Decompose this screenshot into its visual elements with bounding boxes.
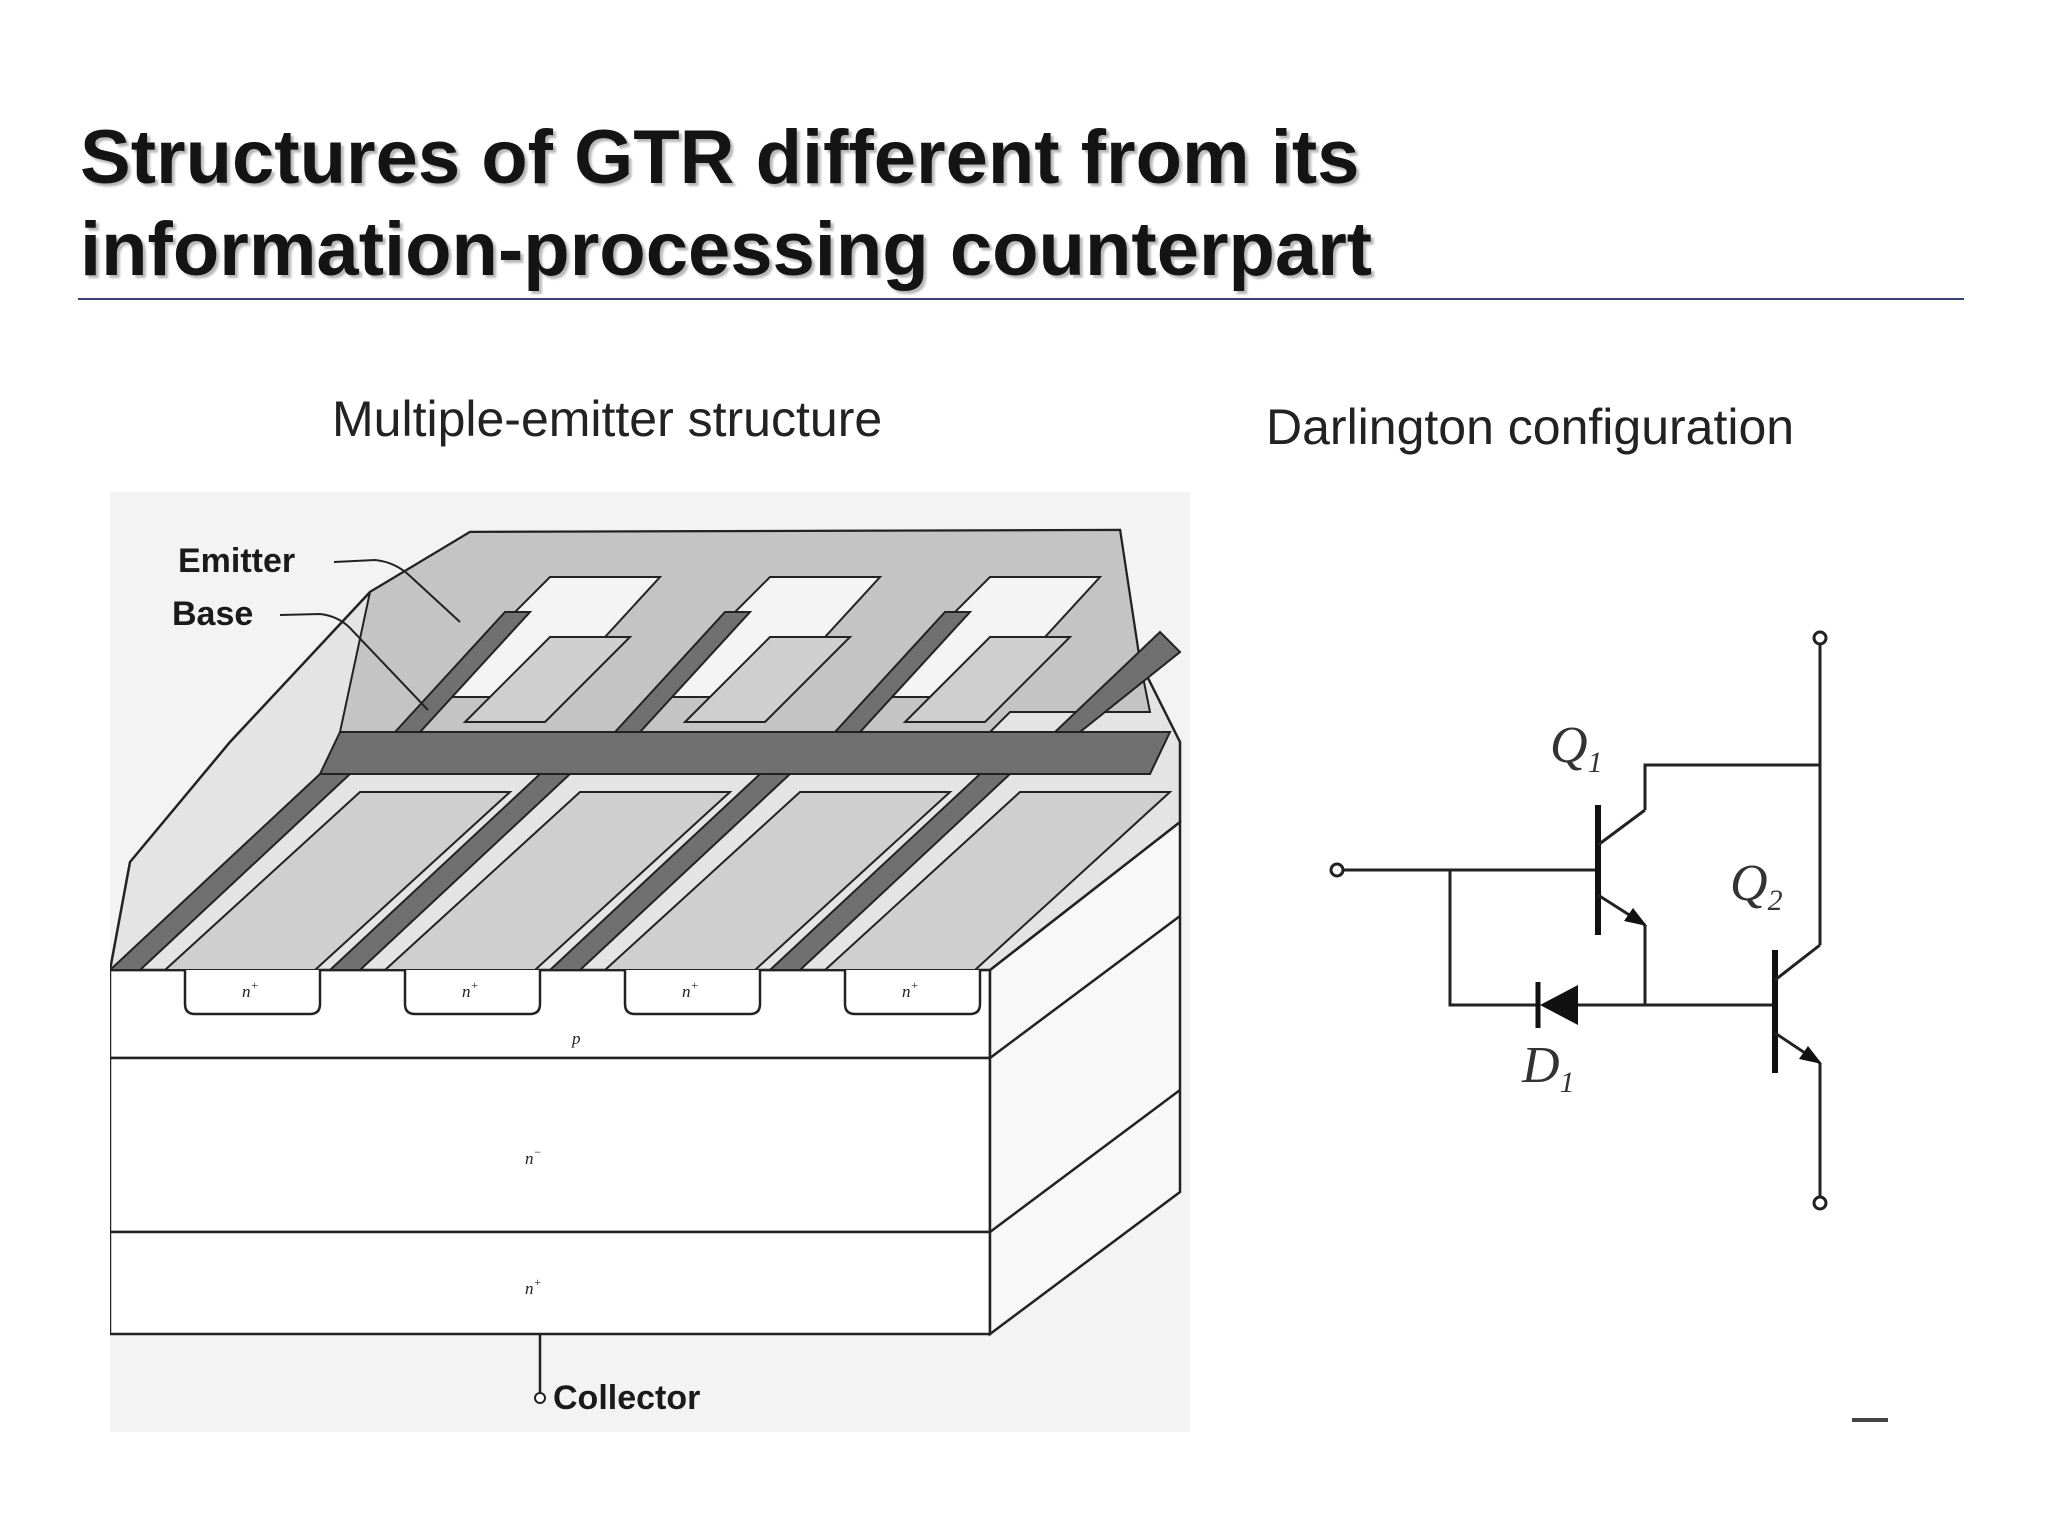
n-plus-well-label-4: n+ bbox=[902, 978, 919, 1001]
n-plus-substrate-front bbox=[110, 1230, 992, 1336]
base-label: Base bbox=[172, 595, 253, 633]
p-layer-label: p bbox=[571, 1029, 581, 1048]
d1-label: D1 bbox=[1521, 1037, 1575, 1099]
base-finger-front-1 bbox=[110, 773, 353, 971]
collector-terminal-top bbox=[1812, 630, 1828, 646]
q1-label: Q1 bbox=[1550, 717, 1603, 779]
side-edge-2 bbox=[989, 1088, 1181, 1234]
side-edge-1 bbox=[989, 914, 1181, 1060]
n-plus-well-label-1: n+ bbox=[242, 978, 259, 1001]
n-plus-well-label-2: n+ bbox=[462, 978, 479, 1001]
q1-collector-lead bbox=[1597, 808, 1646, 847]
title-divider bbox=[78, 298, 1964, 300]
n-plus-well-1 bbox=[183, 970, 322, 1016]
slide-title-line-1: Structures of GTR different from its bbox=[80, 115, 1360, 200]
d1-diode bbox=[1535, 982, 1578, 1028]
base-finger-front-2 bbox=[327, 773, 573, 971]
base-bus-bar bbox=[318, 731, 1172, 775]
n-plus-wells bbox=[183, 970, 982, 1016]
page-number-mark bbox=[1852, 1418, 1888, 1422]
q2-label: Q2 bbox=[1730, 855, 1783, 917]
slide-title: Structures of GTR different from its inf… bbox=[80, 112, 1980, 296]
n-plus-well-4 bbox=[843, 970, 982, 1016]
q2-transistor bbox=[1772, 943, 1822, 1073]
q1-collector-wire bbox=[1643, 763, 1820, 810]
collector-label: Collector bbox=[553, 1379, 700, 1417]
n-plus-substrate-label: n+ bbox=[525, 1275, 542, 1298]
input-terminal bbox=[1329, 862, 1345, 878]
well-labels: n+ n+ n+ n+ bbox=[242, 978, 919, 1001]
collector-terminal bbox=[534, 1392, 546, 1404]
emitter-finger-1 bbox=[462, 636, 633, 723]
n-plus-well-3 bbox=[623, 970, 762, 1016]
diode-anode-wire bbox=[1448, 870, 1537, 1007]
emitter-fingers-front bbox=[162, 791, 1173, 971]
darlington-caption: Darlington configuration bbox=[1266, 399, 1795, 455]
base-leader-line bbox=[279, 612, 429, 711]
q1-emitter-arrow bbox=[1624, 908, 1647, 926]
n-plus-well-label-3: n+ bbox=[682, 978, 699, 1001]
base-finger-top-1 bbox=[392, 611, 533, 733]
emitter-label: Emitter bbox=[178, 542, 295, 580]
base-finger-front-3 bbox=[547, 773, 793, 971]
d1-triangle bbox=[1540, 985, 1578, 1025]
multiple-emitter-diagram: n+ n+ n+ n+ p n− n+ Emitter Base Collect… bbox=[110, 492, 1190, 1432]
semiconductor-block bbox=[110, 819, 1182, 1337]
emitter-fingers-back bbox=[462, 636, 1073, 723]
n-minus-layer-label: n− bbox=[525, 1145, 542, 1168]
slide-title-line-2: information-processing counterpart bbox=[80, 207, 1373, 292]
q1-transistor bbox=[1595, 805, 1647, 935]
darlington-schematic: Q1 Q2 D1 bbox=[1329, 630, 1828, 1211]
base-finger-top-3 bbox=[832, 611, 973, 733]
q2-emitter-arrow bbox=[1799, 1046, 1822, 1064]
darlington-wires bbox=[1329, 630, 1828, 1211]
q2-collector-lead bbox=[1774, 943, 1821, 982]
base-metal bbox=[110, 611, 1182, 971]
emitter-finger-2 bbox=[682, 636, 853, 723]
emitter-leader-line bbox=[333, 558, 461, 623]
base-finger-top-4 bbox=[1052, 630, 1182, 733]
emitter-terminal-bottom bbox=[1812, 1195, 1828, 1211]
base-finger-front-4 bbox=[767, 773, 1013, 971]
multiple-emitter-caption: Multiple-emitter structure bbox=[332, 391, 883, 447]
base-finger-top-2 bbox=[612, 611, 753, 733]
n-plus-well-2 bbox=[403, 970, 542, 1016]
n-minus-layer-front bbox=[110, 1056, 992, 1234]
emitter-finger-3 bbox=[902, 636, 1073, 723]
